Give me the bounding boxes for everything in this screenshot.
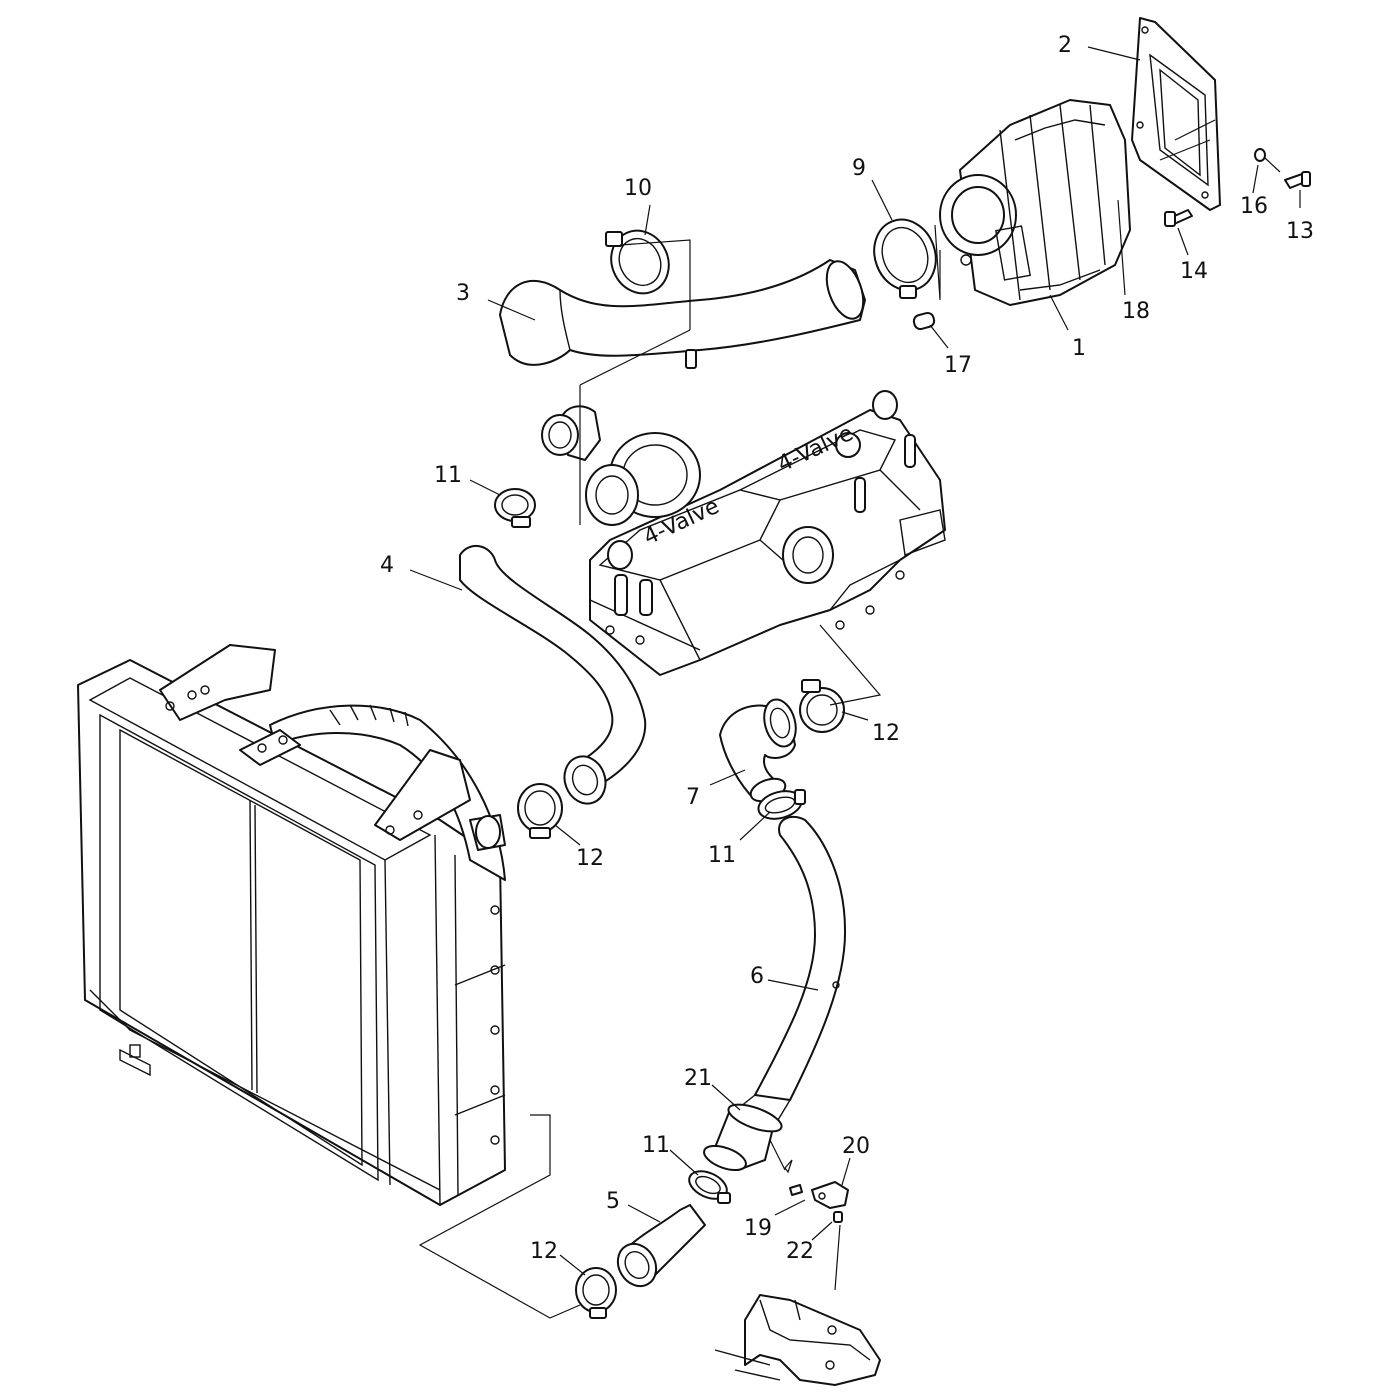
callout-1: 1 [1072, 336, 1086, 361]
turbocharger [541, 405, 701, 526]
callout-6: 6 [750, 964, 764, 989]
assembly-lines [418, 119, 1281, 1319]
bolt-13 [1284, 171, 1311, 189]
radiator-assembly [77, 659, 506, 1206]
charge-air-hose-4 [459, 545, 647, 805]
callout-13: 13 [1286, 219, 1314, 244]
hose-clamp-11-upper [494, 488, 536, 528]
radiator-top-bracket-middle [239, 729, 301, 766]
callout-19: 19 [744, 1216, 772, 1241]
intake-hose-3 [499, 259, 866, 369]
hose-clamp-11-lower [688, 1170, 731, 1204]
callout-leaders [409, 46, 1301, 1276]
callout-7: 7 [686, 785, 700, 810]
callout-22: 22 [786, 1239, 814, 1264]
callout-4: 4 [380, 553, 394, 578]
callout-12-radiator: 12 [576, 846, 604, 871]
hose-elbow-7 [719, 698, 797, 803]
callout-5: 5 [606, 1189, 620, 1214]
hose-clamp-12-radiator [517, 783, 563, 839]
plug-17 [912, 311, 936, 331]
callout-3: 3 [456, 281, 470, 306]
hose-clamp-12-lower [575, 1267, 617, 1319]
callout-numbers: 1 2 3 10 9 18 17 16 13 14 11 4 12 7 11 1… [380, 33, 1314, 1264]
callout-10: 10 [624, 176, 652, 201]
bolt-14 [1164, 209, 1193, 227]
callout-11-middle: 11 [708, 843, 736, 868]
callout-14: 14 [1180, 259, 1208, 284]
hose-clamp-10 [605, 229, 670, 295]
callout-18: 18 [1122, 299, 1150, 324]
nut-22 [833, 1211, 843, 1223]
callout-20: 20 [842, 1134, 870, 1159]
hose-clamp-9 [873, 218, 937, 299]
radiator-top-bracket-right [374, 749, 471, 841]
callout-11-lower: 11 [642, 1133, 670, 1158]
callout-11-upper: 11 [434, 463, 462, 488]
fan-shroud [269, 704, 506, 881]
hose-elbow-5 [616, 1204, 706, 1288]
mounting-bracket-plate [1131, 17, 1221, 211]
air-cleaner-housing [939, 99, 1131, 306]
bolt-19 [789, 1184, 803, 1196]
callout-9: 9 [852, 156, 866, 181]
callout-2: 2 [1058, 33, 1072, 58]
charge-air-hose-6 [703, 815, 847, 1172]
callout-21: 21 [684, 1066, 712, 1091]
hose-clamp-12-upper [799, 679, 845, 733]
washer-16 [1254, 148, 1266, 162]
bracket-clip-20 [811, 1181, 849, 1209]
callout-12-lower: 12 [530, 1239, 558, 1264]
callout-16: 16 [1240, 194, 1268, 219]
radiator-top-bracket-left [159, 644, 276, 721]
lower-support-bracket [714, 1294, 881, 1386]
callout-12-upper: 12 [872, 721, 900, 746]
callout-17: 17 [944, 353, 972, 378]
